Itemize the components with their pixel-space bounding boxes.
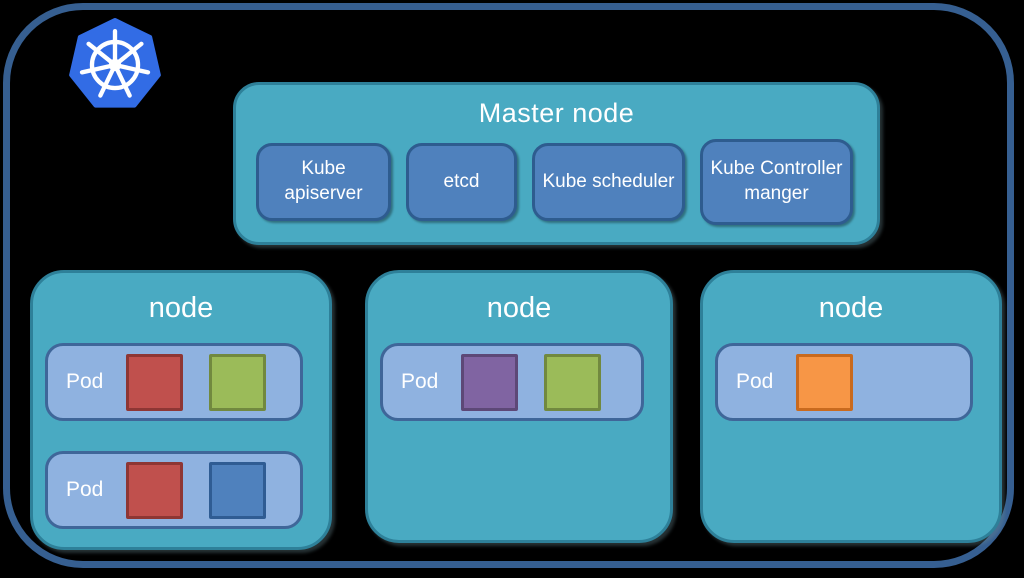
pod-label: Pod	[66, 478, 104, 501]
container-square-green	[544, 353, 601, 411]
node-title: node	[486, 291, 552, 324]
container-square-blue	[209, 461, 266, 519]
pod-box: Pod	[45, 451, 303, 529]
pod-label: Pod	[401, 370, 439, 393]
component-etcd: etcd	[406, 143, 517, 221]
pod-containers	[126, 353, 266, 411]
container-square-green	[209, 353, 266, 411]
component-kube-controller-manger: Kube Controller manger	[700, 139, 853, 225]
pod-box: Pod	[380, 343, 644, 421]
kubernetes-logo-icon	[69, 18, 161, 108]
pod-label: Pod	[736, 370, 774, 393]
pod-label: Pod	[66, 370, 104, 393]
pod-box: Pod	[45, 343, 303, 421]
master-node-title: Master node	[478, 98, 635, 128]
component-kube-scheduler: Kube scheduler	[532, 143, 685, 221]
container-square-red	[126, 461, 183, 519]
node-title: node	[148, 291, 214, 324]
pod-containers	[461, 353, 601, 411]
container-square-red	[126, 353, 183, 411]
outer-frame	[3, 3, 1014, 568]
pod-containers	[796, 353, 853, 411]
container-square-orange	[796, 353, 853, 411]
pod-box: Pod	[715, 343, 973, 421]
container-square-purple	[461, 353, 518, 411]
node-title: node	[818, 291, 884, 324]
component-kube-apiserver: Kube apiserver	[256, 143, 391, 221]
pod-containers	[126, 461, 266, 519]
logo-helm-wheel	[79, 28, 151, 98]
